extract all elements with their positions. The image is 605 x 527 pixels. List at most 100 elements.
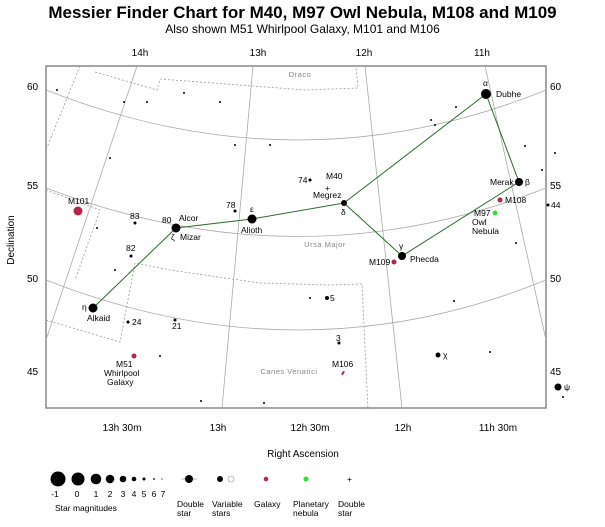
label-alpha: α bbox=[483, 78, 488, 88]
dec-left-55: 55 bbox=[27, 181, 39, 192]
ra-grid bbox=[45, 65, 547, 409]
star-alkaid bbox=[88, 303, 98, 313]
ra-label-13h30m: 13h 30m bbox=[103, 423, 142, 434]
dec-left-45: 45 bbox=[27, 367, 39, 378]
x-axis-title: Right Ascension bbox=[267, 449, 339, 460]
svg-text:star: star bbox=[338, 508, 352, 518]
svg-text:Variable: Variable bbox=[212, 499, 243, 509]
star-megrez bbox=[341, 200, 347, 206]
constellation-draco: Draco bbox=[289, 70, 312, 79]
label-m40: M40 bbox=[326, 171, 343, 181]
label-phecda: Phecda bbox=[410, 254, 439, 264]
label-m97-3: Nebula bbox=[472, 226, 499, 236]
galaxy-m109-icon bbox=[391, 259, 397, 265]
star-alioth bbox=[247, 214, 257, 224]
label-5: 5 bbox=[330, 293, 335, 303]
label-megrez: Megrez bbox=[313, 190, 341, 200]
label-chi: χ bbox=[443, 350, 448, 360]
svg-text:0: 0 bbox=[75, 489, 80, 499]
label-m109: M109 bbox=[369, 257, 391, 267]
star-mizar bbox=[171, 223, 181, 233]
constellation-canes-venatici: Canes Venatici bbox=[260, 367, 317, 376]
galaxy-m51-icon bbox=[131, 353, 137, 359]
label-74: 74 bbox=[298, 175, 308, 185]
svg-text:2: 2 bbox=[108, 489, 113, 499]
label-78: 78 bbox=[226, 200, 236, 210]
big-dipper-asterism bbox=[92, 93, 520, 309]
dec-right-50: 50 bbox=[550, 274, 562, 285]
svg-text:stars: stars bbox=[212, 508, 230, 518]
legend-magnitudes-label: Star magnitudes bbox=[55, 503, 117, 513]
ra-label-11h30m: 11h 30m bbox=[479, 423, 517, 434]
svg-text:star: star bbox=[177, 508, 191, 518]
label-gamma: γ bbox=[399, 241, 404, 251]
star-psi bbox=[554, 383, 562, 391]
svg-text:3: 3 bbox=[121, 489, 126, 499]
constellation-boundaries bbox=[45, 65, 369, 411]
label-82: 82 bbox=[126, 243, 136, 253]
svg-text:7: 7 bbox=[161, 489, 166, 499]
label-zeta: ζ bbox=[171, 232, 175, 242]
label-3: 3 bbox=[336, 333, 341, 343]
dec-left-50: 50 bbox=[27, 274, 39, 285]
svg-text:-1: -1 bbox=[51, 489, 59, 499]
label-m106: M106 bbox=[332, 359, 354, 369]
star-phecda bbox=[398, 252, 406, 260]
label-m108: M108 bbox=[505, 195, 527, 205]
svg-text:5: 5 bbox=[142, 489, 147, 499]
ra-label-13h-bottom: 13h bbox=[210, 423, 227, 434]
dec-left-60: 60 bbox=[27, 82, 39, 93]
label-m101: M101 bbox=[68, 196, 90, 206]
svg-text:Galaxy: Galaxy bbox=[254, 499, 281, 509]
label-21: 21 bbox=[172, 321, 182, 331]
label-dubhe: Dubhe bbox=[496, 89, 521, 99]
label-eta: η bbox=[82, 302, 87, 312]
legend-double-star-icon bbox=[185, 475, 193, 483]
svg-text:Planetary: Planetary bbox=[293, 499, 330, 509]
galaxy-m108-icon bbox=[497, 197, 503, 203]
y-axis-title: Declination bbox=[6, 215, 17, 264]
dec-right-60: 60 bbox=[550, 82, 562, 93]
magnitude-scale bbox=[50, 471, 163, 487]
svg-text:1: 1 bbox=[94, 489, 99, 499]
legend: -1 0 1 2 3 4 5 6 7 Star magnitudes Doubl… bbox=[50, 471, 365, 518]
ra-label-12h-bottom: 12h bbox=[395, 423, 412, 434]
ra-label-13h: 13h bbox=[250, 48, 267, 59]
label-83: 83 bbox=[130, 211, 140, 221]
ra-label-12h: 12h bbox=[356, 48, 373, 59]
dec-right-45: 45 bbox=[550, 367, 562, 378]
label-alcor: Alcor bbox=[179, 213, 199, 223]
label-epsilon: ε bbox=[250, 204, 254, 214]
star-dubhe bbox=[481, 89, 491, 99]
ra-label-14h: 14h bbox=[132, 48, 149, 59]
label-mizar: Mizar bbox=[180, 232, 201, 242]
label-alkaid: Alkaid bbox=[87, 313, 110, 323]
svg-text:Double: Double bbox=[338, 499, 365, 509]
double-star-m40-icon: + bbox=[325, 183, 330, 193]
label-m51-3: Galaxy bbox=[107, 377, 134, 387]
label-beta: β bbox=[525, 177, 530, 187]
constellation-ursa-major: Ursa Major bbox=[304, 240, 346, 249]
planetary-nebula-m97-icon bbox=[492, 210, 498, 216]
label-m51-1: M51 bbox=[116, 359, 133, 369]
svg-text:nebula: nebula bbox=[293, 508, 319, 518]
star-chi bbox=[435, 352, 441, 358]
label-80: 80 bbox=[162, 215, 172, 225]
star-merak bbox=[515, 178, 523, 186]
legend-planetary-nebula-icon bbox=[303, 476, 309, 482]
label-m97-1: M97 bbox=[474, 208, 491, 218]
chart-subtitle: Also shown M51 Whirlpool Galaxy, M101 an… bbox=[165, 22, 440, 36]
svg-text:4: 4 bbox=[132, 489, 137, 499]
bright-stars bbox=[56, 89, 564, 404]
label-delta: δ bbox=[341, 207, 346, 217]
label-m97-2: Owl bbox=[472, 217, 487, 227]
label-psi: ψ bbox=[564, 382, 570, 392]
ra-label-11h: 11h bbox=[474, 48, 490, 59]
svg-text:6: 6 bbox=[152, 489, 157, 499]
dec-right-55: 55 bbox=[550, 181, 562, 192]
chart-title: Messier Finder Chart for M40, M97 Owl Ne… bbox=[48, 3, 557, 22]
chart-frame bbox=[45, 65, 547, 409]
svg-text:Double: Double bbox=[177, 499, 204, 509]
label-m51-2: Whirlpool bbox=[104, 368, 140, 378]
